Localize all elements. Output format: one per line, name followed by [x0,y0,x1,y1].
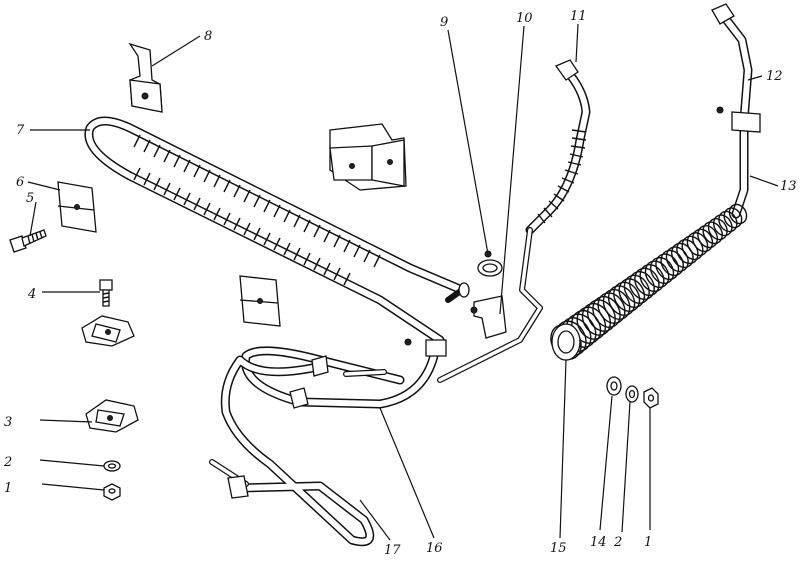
coil-turn [628,271,655,300]
coil-turn [639,263,665,293]
coil-turn [718,210,738,233]
part-8-bracket [128,42,163,113]
callout-4: 4 [27,287,36,302]
part-6-clamp-pad [57,181,97,233]
callout-15: 15 [550,541,567,556]
part-2-washer-left [103,460,121,472]
callout-16: 16 [426,541,443,556]
coil-turn [655,253,680,281]
callout-7: 7 [16,123,25,138]
coil-turn [597,292,626,324]
coil-turn [613,281,641,312]
callout-17: 17 [384,543,401,558]
part-5-bolt [9,229,47,253]
part-16-lower-pipe [240,338,447,409]
callout-2-right: 2 [613,535,622,550]
callout-3: 3 [4,415,12,430]
coil-turn [644,260,670,289]
callout-8: 8 [204,29,212,44]
coil-turn [602,288,631,320]
coil-turn [592,295,621,328]
part-15-coil-hose [550,203,748,361]
callout-12: 12 [766,69,783,84]
part-17-lower-loop [209,355,375,547]
clamp-pad-mid [239,275,281,327]
part-12-13-pipe [711,3,761,219]
coil-turn [707,218,728,241]
part-10-bracket-clamp [470,295,507,339]
coil-turn [697,225,719,249]
coil-turn [702,221,723,245]
part-1-nut-right [643,387,659,409]
part-3-clip [85,399,139,433]
callout-14: 14 [590,535,607,550]
bracket-center [329,123,407,191]
part-14-washer-right [606,376,622,396]
callout-1-left: 1 [4,481,12,496]
coil-turn [634,267,660,297]
clamp-plate-left [81,315,135,347]
coil-turn [650,256,675,285]
coil-turn [728,203,748,225]
part-2-washer-right [625,385,639,403]
part-7-cooler-loop [84,116,470,345]
coil-turn [660,249,684,277]
callout-9: 9 [440,15,448,30]
callout-11: 11 [570,9,587,24]
coil-turn [607,285,636,316]
leader-lines [27,23,779,541]
coil-turn [623,274,650,304]
part-9-hose-clamp [477,250,503,277]
coil-turn [712,214,733,237]
coil-turn [723,207,743,229]
callout-6: 6 [16,175,24,190]
coil-turn [618,278,646,308]
coil-turn [665,246,689,273]
callout-13: 13 [780,179,797,194]
callout-5: 5 [26,191,34,206]
part-4-bolt [99,279,113,307]
callout-2-left: 2 [3,455,12,470]
callout-10: 10 [516,11,533,26]
part-11-hose [437,59,591,383]
part-1-nut-left [103,483,121,501]
callout-1-right: 1 [644,535,652,550]
coil-turn [692,228,714,253]
